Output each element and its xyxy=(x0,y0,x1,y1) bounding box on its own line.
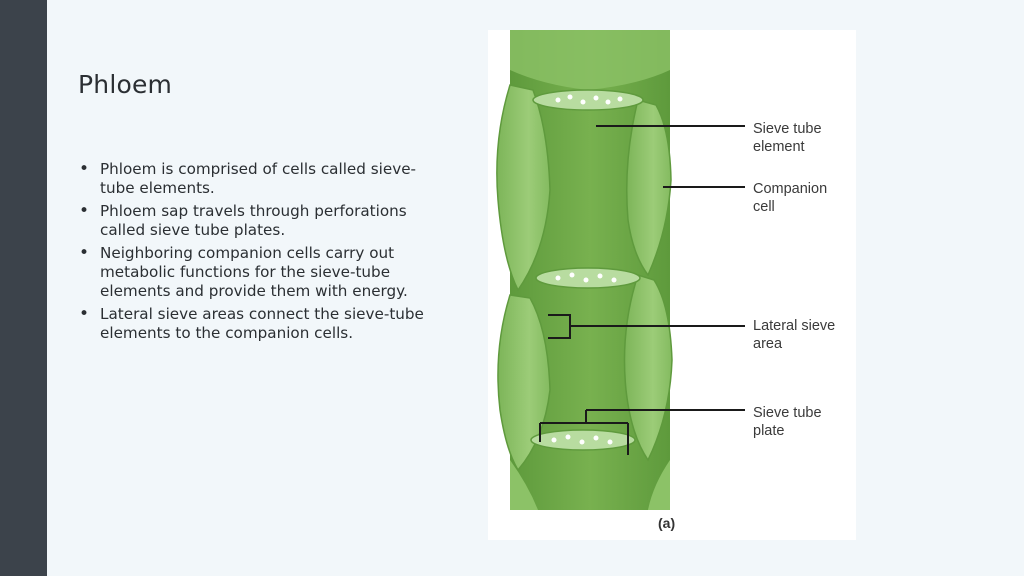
bullet-item: • Neighboring companion cells carry out … xyxy=(74,244,434,301)
bullet-icon: • xyxy=(79,243,90,263)
bullet-list: • Phloem is comprised of cells called si… xyxy=(74,160,434,347)
label-sieve-tube-element: Sieve tube element xyxy=(753,121,822,155)
bottom-cell xyxy=(510,460,538,510)
sieve-plate xyxy=(535,267,641,289)
pointer-lines xyxy=(539,125,745,455)
bullet-item: • Phloem sap travels through perforation… xyxy=(74,202,434,240)
sieve-plate xyxy=(532,89,644,111)
phloem-illustration xyxy=(496,30,745,510)
bullet-text: Phloem sap travels through perforations … xyxy=(100,202,407,239)
label-sieve-tube-plate: Sieve tube plate xyxy=(753,405,822,439)
bullet-item: • Lateral sieve areas connect the sieve-… xyxy=(74,305,434,343)
companion-cell-right xyxy=(623,274,673,462)
bullet-icon: • xyxy=(79,304,90,324)
slide-title: Phloem xyxy=(78,70,173,99)
companion-cell-right xyxy=(626,99,672,277)
left-accent-bar xyxy=(0,0,47,576)
companion-cell-left xyxy=(497,294,551,472)
figure-caption: (a) xyxy=(658,515,676,531)
sieve-pores xyxy=(551,94,623,445)
bullet-text: Phloem is comprised of cells called siev… xyxy=(100,160,417,197)
top-cell xyxy=(510,30,670,90)
bottom-cell xyxy=(648,460,670,510)
phloem-diagram: Sieve tube element Companion cell Latera… xyxy=(488,30,856,540)
bullet-text: Lateral sieve areas connect the sieve-tu… xyxy=(100,305,424,342)
label-companion-cell: Companion cell xyxy=(753,181,828,215)
bullet-text: Neighboring companion cells carry out me… xyxy=(100,244,408,300)
label-lateral-sieve-area: Lateral sieve area xyxy=(753,318,836,352)
bullet-icon: • xyxy=(79,201,90,221)
companion-cell-left xyxy=(496,84,551,292)
bullet-item: • Phloem is comprised of cells called si… xyxy=(74,160,434,198)
bullet-icon: • xyxy=(79,159,90,179)
